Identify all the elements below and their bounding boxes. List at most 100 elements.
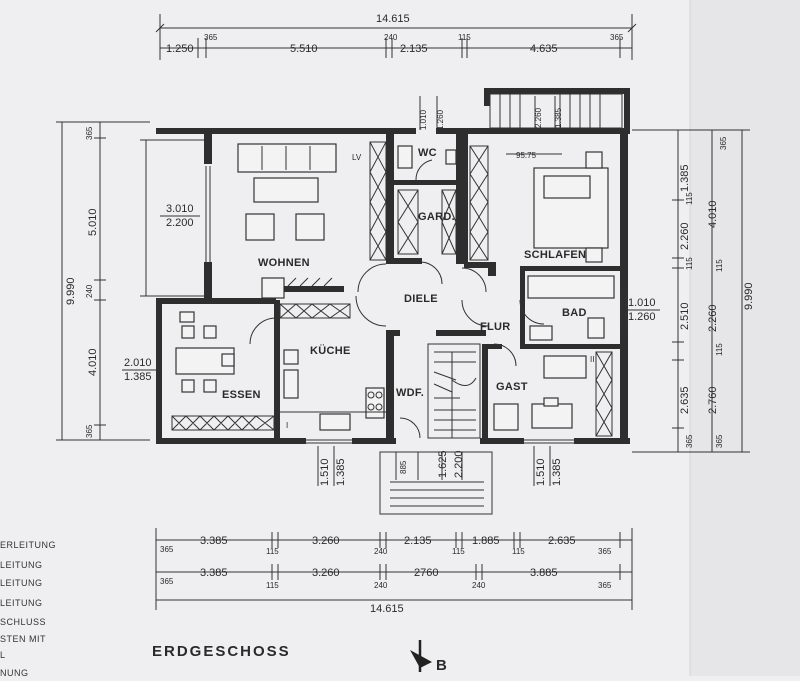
kueche-window-a: 1.510: [319, 458, 331, 486]
bottom-row1-9: 365: [598, 547, 612, 556]
right-dim-5: 365: [685, 434, 694, 448]
room-diele: DIELE: [404, 293, 438, 305]
room-gast: GAST: [496, 381, 528, 393]
bottom-row2-7: 365: [598, 581, 612, 590]
right-q1: 4.010: [707, 200, 719, 228]
ii-mark: II: [590, 355, 594, 364]
guest-chair: [493, 403, 519, 431]
bad-window-b: 1.260: [628, 311, 656, 323]
left-window-1a: 3.010: [166, 203, 194, 215]
left-dim-b: 240: [85, 284, 94, 298]
top-dimensions: 14.615 1.250 365 5.510 240 2.135 115 4.6…: [155, 13, 637, 130]
plan-title-block: ERDGESCHOSS B: [152, 640, 449, 674]
room-bad: BAD: [562, 307, 587, 319]
washbasin: [529, 325, 553, 341]
stair-dim-3: 2.200: [453, 450, 465, 478]
plan-title: ERDGESCHOSS: [152, 643, 291, 660]
walls: [156, 88, 630, 444]
bottom-row1-4: 2.135: [404, 535, 432, 547]
left-dim-c: 4.010: [87, 348, 99, 376]
top-dim-4: 4.635: [530, 43, 558, 55]
bottom-row2-1: 115: [266, 581, 279, 590]
bottom-dimensions: 365 3.385 115 3.260 240 2.135 115 1.885 …: [155, 528, 633, 615]
room-wdf: WDF.: [396, 387, 424, 399]
door-swings: [249, 159, 545, 439]
bathtub: [527, 275, 615, 299]
right-dim-2: 2.260: [679, 222, 691, 250]
section-arrow-icon: [410, 650, 432, 668]
right-dim-2s: 115: [685, 257, 694, 270]
bottom-row2-2: 3.260: [312, 567, 340, 579]
armchair-2: [295, 213, 325, 241]
bed-dim-mark: 95.75: [516, 151, 537, 160]
left-dimensions: 9.990 365 5.010 240 4.010 365 3.010 2.20…: [56, 121, 206, 441]
bottom-row1-7: 115: [512, 547, 525, 556]
room-gard: GARD.: [418, 211, 455, 223]
top-vdim-a: 1.010: [419, 109, 428, 130]
fireplace: [261, 277, 285, 299]
bottom-row2-0: 3.385: [200, 567, 228, 579]
stair-dim-2: 1.625: [437, 450, 449, 478]
bottom-row1-5: 115: [452, 547, 465, 556]
right-q3: 2.260: [707, 304, 719, 332]
stair-dim-1: 885: [399, 460, 408, 474]
right-total-dim: 9.990: [743, 282, 755, 310]
top-dim-4s: 365: [610, 33, 624, 42]
bottom-row1-1: 115: [266, 547, 279, 556]
left-dim-a-s: 365: [85, 126, 94, 140]
right-q1s: 365: [719, 136, 728, 150]
top-total-dim: 14.615: [376, 13, 410, 25]
i-mark: I: [286, 421, 288, 430]
bottom-row2-first: 365: [160, 577, 174, 586]
legend-5: STEN MIT: [0, 634, 46, 644]
sink: [319, 413, 351, 431]
legend-4: SCHLUSS: [0, 617, 46, 627]
gast-window-a: 1.510: [535, 458, 547, 486]
coffee-table: [253, 177, 319, 203]
room-wohnen: WOHNEN: [258, 257, 310, 269]
armchair-1: [245, 213, 275, 241]
bottom-row1-first: 365: [160, 545, 174, 554]
bottom-row1-6: 1.885: [472, 535, 500, 547]
legend-6: L: [0, 650, 6, 660]
top-vdim-b: 1.260: [436, 109, 445, 130]
top-vdim-d: 1.385: [554, 107, 563, 128]
legend-7: NUNG: [0, 668, 29, 676]
section-label: B: [436, 657, 449, 674]
stove: [365, 387, 385, 419]
left-dim-c-s: 365: [85, 424, 94, 438]
wc-toilet: [397, 145, 413, 169]
room-schlafen: SCHLAFEN: [524, 249, 586, 261]
legend-1: LEITUNG: [0, 560, 43, 570]
guest-bed: [543, 355, 587, 379]
left-window-2b: 1.385: [124, 371, 152, 383]
paper-fold: [690, 0, 800, 676]
bottom-row1-0: 3.385: [200, 535, 228, 547]
top-dim-3: 2.135: [400, 43, 428, 55]
bottom-row2-3: 240: [374, 581, 388, 590]
legend-3: LEITUNG: [0, 598, 43, 608]
left-dim-a: 5.010: [87, 208, 99, 236]
top-dim-1: 1.250: [166, 43, 194, 55]
bottom-row2-6: 3.885: [530, 567, 558, 579]
legend-0: ERLEITUNG: [0, 540, 56, 550]
top-dim-3s: 115: [458, 33, 471, 42]
right-q3s: 115: [715, 343, 724, 356]
windows: [157, 166, 627, 444]
bottom-row2-5: 240: [472, 581, 486, 590]
left-total-dim: 9.990: [65, 277, 77, 305]
sofa: [237, 143, 337, 173]
room-wc: WC: [418, 147, 437, 159]
right-q5: 365: [715, 434, 724, 448]
gast-window-b: 1.385: [551, 458, 563, 486]
right-dim-1: 1.385: [679, 164, 691, 192]
top-vdim-c: 2.260: [534, 107, 543, 128]
stairs: [379, 93, 623, 515]
legend-2: LEITUNG: [0, 578, 43, 588]
top-dim-2: 5.510: [290, 43, 318, 55]
kueche-window-b: 1.385: [335, 458, 347, 486]
legend: ERLEITUNG LEITUNG LEITUNG LEITUNG SCHLUS…: [0, 540, 56, 678]
room-essen: ESSEN: [222, 389, 261, 401]
